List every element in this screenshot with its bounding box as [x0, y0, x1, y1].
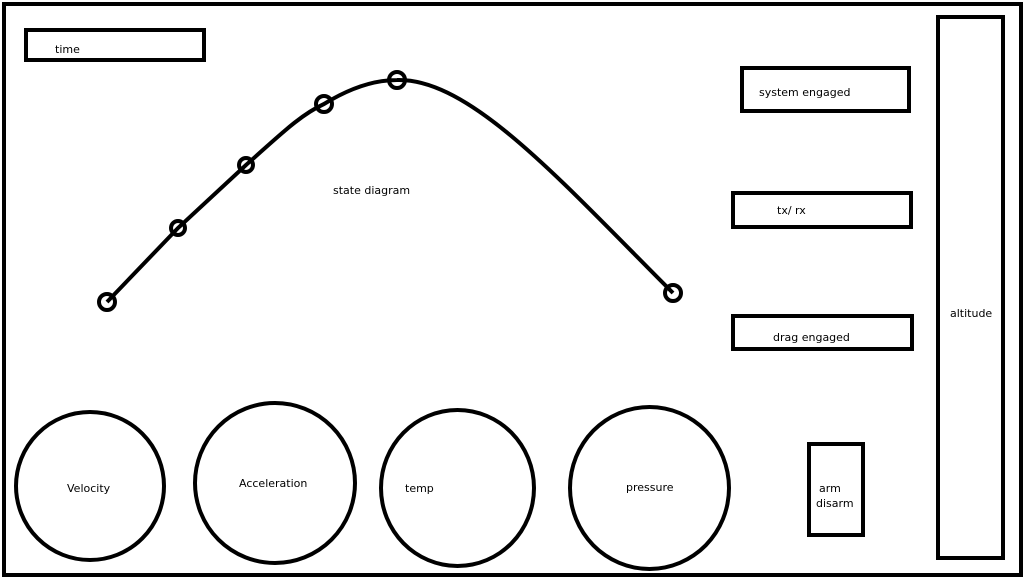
tx-rx-label: tx/ rx [777, 204, 806, 217]
velocity-gauge: Velocity [14, 410, 166, 562]
state-point [387, 70, 407, 90]
tx-rx-indicator: tx/ rx [731, 191, 913, 229]
system-engaged-indicator: system engaged [740, 66, 911, 113]
altitude-label: altitude [950, 307, 993, 320]
temp-gauge: temp [379, 408, 536, 568]
pressure-label: pressure [626, 481, 674, 494]
state-point [97, 292, 117, 312]
system-engaged-label: system engaged [759, 86, 851, 99]
arm-disarm-button[interactable]: arm disarm [807, 442, 865, 537]
state-point [314, 94, 334, 114]
state-point [237, 156, 255, 174]
arm-label: arm [819, 482, 841, 495]
state-point [663, 283, 683, 303]
pressure-gauge: pressure [568, 405, 731, 571]
acceleration-gauge: Acceleration [193, 401, 357, 565]
drag-engaged-label: drag engaged [773, 331, 850, 344]
time-display: time [24, 28, 206, 62]
altitude-bar: altitude [936, 15, 1005, 560]
state-point [169, 219, 187, 237]
acceleration-label: Acceleration [239, 477, 308, 490]
temp-label: temp [405, 482, 434, 495]
state-diagram-label: state diagram [333, 184, 411, 197]
disarm-label: disarm [816, 497, 854, 510]
time-label: time [55, 43, 80, 56]
drag-engaged-indicator: drag engaged [731, 314, 914, 351]
velocity-label: Velocity [67, 482, 111, 495]
